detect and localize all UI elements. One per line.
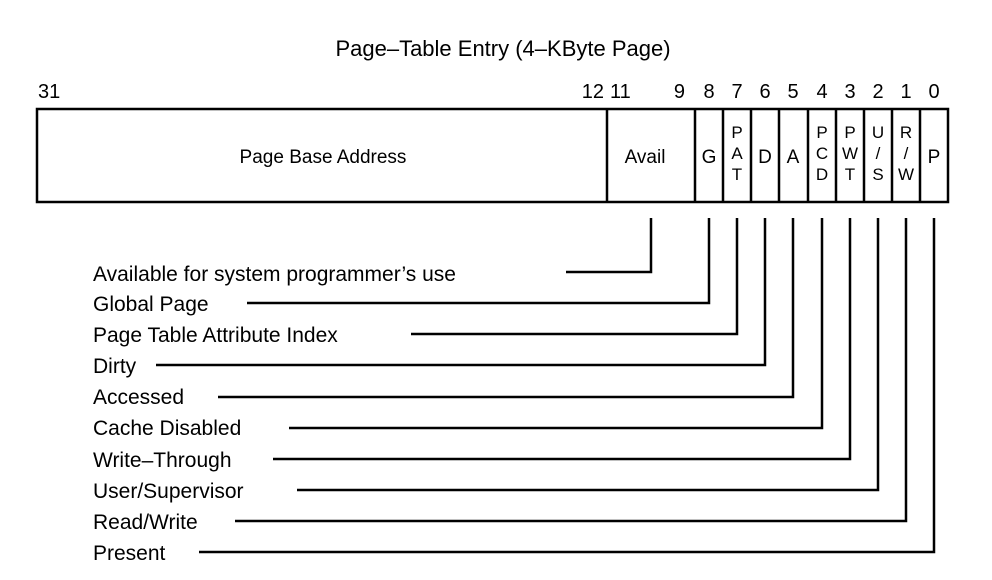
field-pat-line1: P — [731, 123, 742, 142]
field-us-line2: / — [876, 144, 881, 163]
bit-number-12: 12 — [582, 81, 604, 103]
field-pwt-line2: W — [842, 144, 858, 163]
field-us-line1: U — [872, 123, 884, 142]
legend-accessed: Accessed — [93, 386, 184, 409]
leader-us — [297, 218, 880, 492]
leader-g — [247, 218, 711, 305]
bit-number-1: 1 — [900, 81, 911, 103]
legend-global-page: Global Page — [93, 293, 209, 316]
leader-avail — [566, 218, 653, 274]
field-pwt-line3: T — [845, 165, 855, 184]
register-outline — [35, 107, 950, 204]
field-pat-line3: T — [732, 165, 742, 184]
field-pcd-line3: D — [816, 165, 828, 184]
bit-number-6: 6 — [759, 81, 770, 103]
legend-labels: Available for system programmer’s use Gl… — [93, 263, 456, 565]
bit-number-0: 0 — [928, 81, 939, 103]
leader-rw — [235, 218, 908, 523]
field-pat: P A T — [731, 123, 743, 184]
legend-dirty: Dirty — [93, 355, 137, 378]
bit-number-31: 31 — [38, 81, 60, 103]
bit-number-8: 8 — [703, 81, 714, 103]
bit-numbers: 31 12 11 9 8 7 6 5 4 3 2 1 0 — [38, 81, 940, 103]
field-page-base-address: Page Base Address — [240, 147, 407, 168]
field-pcd-line1: P — [816, 123, 827, 142]
leader-d — [156, 218, 767, 367]
leader-pwt — [273, 218, 852, 461]
leader-p — [199, 218, 936, 554]
field-a: A — [787, 147, 800, 168]
field-pcd: P C D — [816, 123, 828, 184]
legend-write-through: Write–Through — [93, 449, 232, 472]
bit-number-2: 2 — [872, 81, 883, 103]
field-rw: R / W — [898, 123, 914, 184]
legend-present: Present — [93, 542, 166, 565]
field-pat-line2: A — [731, 144, 743, 163]
field-us: U / S — [872, 123, 884, 184]
diagram-title: Page–Table Entry (4–KByte Page) — [335, 36, 670, 61]
leader-pcd — [289, 218, 824, 430]
bit-number-4: 4 — [816, 81, 827, 103]
field-rw-line3: W — [898, 165, 914, 184]
register-box — [35, 107, 950, 204]
legend-cache-disabled: Cache Disabled — [93, 417, 241, 440]
field-d: D — [758, 147, 772, 168]
bit-number-7: 7 — [731, 81, 742, 103]
field-g: G — [702, 147, 717, 168]
leader-lines — [156, 218, 936, 554]
field-us-line3: S — [872, 165, 883, 184]
bit-number-11: 11 — [610, 81, 631, 103]
field-rw-line1: R — [900, 123, 912, 142]
bit-number-5: 5 — [787, 81, 798, 103]
field-pcd-line2: C — [816, 144, 828, 163]
leader-pat — [411, 218, 739, 336]
legend-pat: Page Table Attribute Index — [93, 324, 338, 347]
field-p: P — [928, 147, 941, 168]
legend-read-write: Read/Write — [93, 511, 198, 534]
bit-number-3: 3 — [844, 81, 855, 103]
field-pwt-line1: P — [844, 123, 855, 142]
bit-number-9: 9 — [674, 81, 685, 103]
legend-user-supervisor: User/Supervisor — [93, 480, 244, 503]
leader-a — [218, 218, 795, 399]
field-avail: Avail — [625, 147, 666, 168]
field-labels: Page Base Address Avail G P A T D A P C … — [240, 123, 941, 184]
field-rw-line2: / — [904, 144, 909, 163]
legend-available: Available for system programmer’s use — [93, 263, 456, 286]
field-pwt: P W T — [842, 123, 858, 184]
